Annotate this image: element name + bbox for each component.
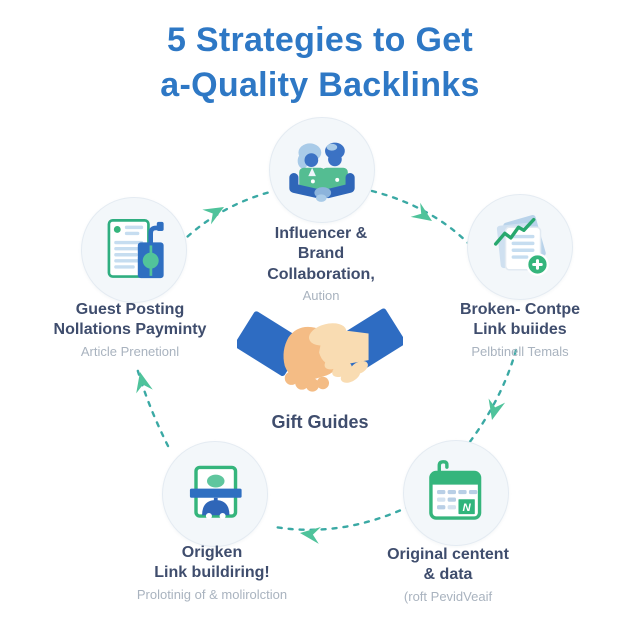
label-origken-link-building: Origken Link buildiring! Prolotinig of &…: [97, 543, 327, 602]
node-origken-link-building: [162, 441, 268, 547]
arrowhead-icon: [136, 372, 153, 394]
arrow-right-to-bottomright: [464, 348, 518, 449]
arrowhead-icon: [410, 202, 432, 221]
people-collaboration-icon: [289, 142, 355, 202]
node-title-line: Nollations Payminty: [53, 321, 207, 339]
content-chart-plus-icon: [493, 215, 549, 276]
arrow-bottomright-to-bottomleft: [273, 504, 412, 532]
center-label: Gift Guides: [271, 412, 369, 432]
scale-figure-icon: [189, 465, 242, 520]
node-title-line: Broken- Contpe: [460, 301, 580, 318]
page-title-line1: 5 Strategies to Get: [166, 21, 474, 59]
node-broken-link-building: [467, 194, 573, 300]
node-title-line: Origken: [181, 544, 243, 561]
node-subtitle: (roft PevidVeaif: [403, 588, 493, 604]
arrow-bottomleft-to-left: [135, 366, 170, 448]
node-title-line: Link buildiring!: [154, 564, 270, 582]
handshake-icon: [234, 308, 406, 392]
node-title-line: Collaboration,: [267, 265, 375, 283]
node-subtitle: Prolotinig of & molirolction: [136, 586, 288, 602]
handshake-illustration: [234, 303, 406, 403]
node-title-line: Brand: [297, 245, 345, 263]
label-original-content-data: Original centent & data (roft PevidVeaif: [348, 545, 548, 604]
label-guest-posting: Guest Posting Nollations Payminty Articl…: [20, 300, 240, 359]
node-original-content-data: N: [403, 440, 509, 546]
label-broken-link-building: Broken- Contpe Link buiides Pelbtinell T…: [420, 300, 620, 359]
node-title-line: Influencer &: [274, 225, 368, 242]
label-influencer-brand-collaboration: Influencer & Brand Collaboration, Aution: [231, 224, 411, 304]
node-title-line: Original centent: [387, 546, 509, 563]
node-subtitle: Article Prenetionl: [80, 343, 180, 359]
arrowhead-icon: [300, 527, 321, 544]
node-title-line: Guest Posting: [75, 301, 185, 318]
node-title-line: Link buiides: [473, 321, 567, 339]
arrowhead-icon: [488, 398, 506, 420]
arrowhead-icon: [202, 207, 224, 225]
node-subtitle: Aution: [302, 287, 340, 303]
node-subtitle: Pelbtinell Temals: [471, 343, 569, 359]
document-pump-icon: [107, 219, 164, 279]
calendar-badge-letter: N: [463, 502, 472, 514]
node-guest-posting: [81, 197, 187, 303]
calendar-icon: N: [429, 460, 482, 520]
page-title: 5 Strategies to Get a-Quality Backlinks: [0, 18, 640, 108]
page-title-line2: a-Quality Backlinks: [160, 66, 480, 105]
node-influencer-brand-collaboration: [269, 117, 375, 223]
node-title-line: & data: [423, 566, 473, 584]
